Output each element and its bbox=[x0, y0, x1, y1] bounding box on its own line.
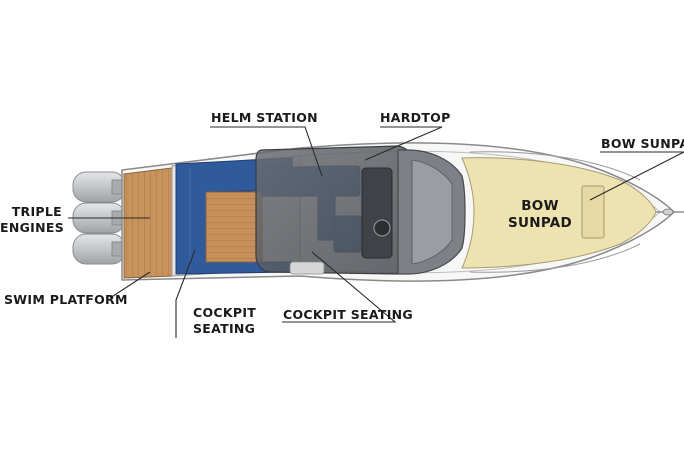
steering-wheel-icon bbox=[373, 219, 391, 237]
leader-cockpit-seating-right bbox=[282, 251, 397, 323]
label-triple-engines: TRIPLE ENGINES bbox=[0, 204, 65, 236]
leader-swim-platform bbox=[109, 271, 151, 299]
label-bow-sunpad: BOW SUNPAD bbox=[505, 198, 575, 232]
leader-bow-sunpad bbox=[589, 151, 684, 201]
label-bow-sunpad-line1: BOW bbox=[521, 198, 559, 214]
label-swim-platform: SWIM PLATFORM bbox=[4, 292, 128, 307]
bow-sunpad-cushion bbox=[461, 157, 657, 269]
label-cockpit-seating-left-line2: SEATING bbox=[193, 321, 256, 336]
label-bow-sunpad-callout: BOW SUNPAD bbox=[601, 136, 684, 151]
label-cockpit-seating-left: COCKPIT SEATING bbox=[193, 305, 256, 337]
leader-lines bbox=[68, 126, 684, 338]
label-triple-engines-line2: ENGINES bbox=[0, 220, 65, 235]
bow-hatch bbox=[581, 185, 605, 239]
bow-rail-lower bbox=[469, 243, 641, 273]
leader-helm-station bbox=[210, 126, 323, 177]
label-cockpit-seating-left-line1: COCKPIT bbox=[193, 305, 257, 320]
swim-platform-deck bbox=[123, 167, 173, 279]
engine-bottom bbox=[72, 233, 129, 265]
leader-hardtop bbox=[364, 126, 443, 161]
cockpit-teak-floor bbox=[205, 191, 263, 263]
label-triple-engines-line1: TRIPLE bbox=[11, 204, 62, 219]
bow-rail-upper bbox=[469, 151, 641, 181]
side-cockpit-seat bbox=[289, 261, 325, 275]
helm-console bbox=[361, 167, 393, 259]
label-cockpit-seating-right: COCKPIT SEATING bbox=[283, 307, 413, 322]
leader-cockpit-seating-left bbox=[175, 249, 196, 338]
label-helm-station: HELM STATION bbox=[211, 110, 318, 125]
bow-hardware bbox=[655, 208, 684, 216]
engine-top bbox=[72, 171, 129, 203]
label-bow-sunpad-line2: SUNPAD bbox=[507, 215, 573, 231]
label-hardtop: HARDTOP bbox=[380, 110, 451, 125]
